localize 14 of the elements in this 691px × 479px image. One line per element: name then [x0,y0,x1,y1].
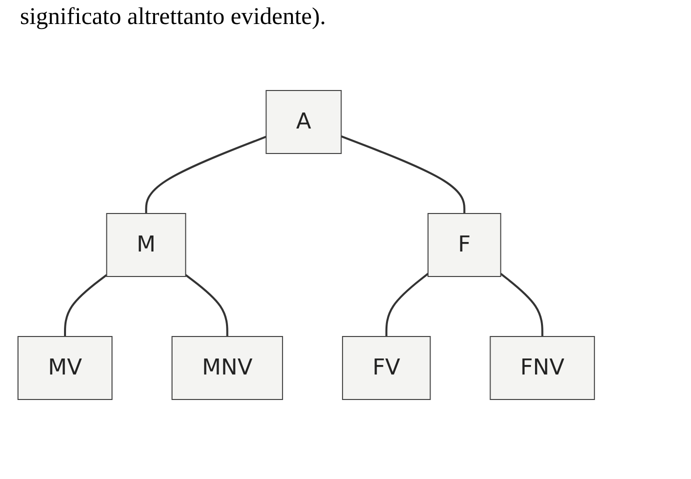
connector [500,272,544,336]
connector [185,274,228,336]
connector [385,272,429,336]
node-box: FV [342,336,431,400]
node-box: FNV [490,336,595,400]
node-box: A [266,90,342,154]
connector [64,274,108,336]
node-box: MV [18,336,113,400]
node-box: MNV [172,336,284,400]
connector [340,135,466,214]
node-box: M [106,213,186,277]
node-box: F [428,213,502,277]
connector [145,136,266,214]
note-text: significato altrettanto evidente). [20,4,327,31]
